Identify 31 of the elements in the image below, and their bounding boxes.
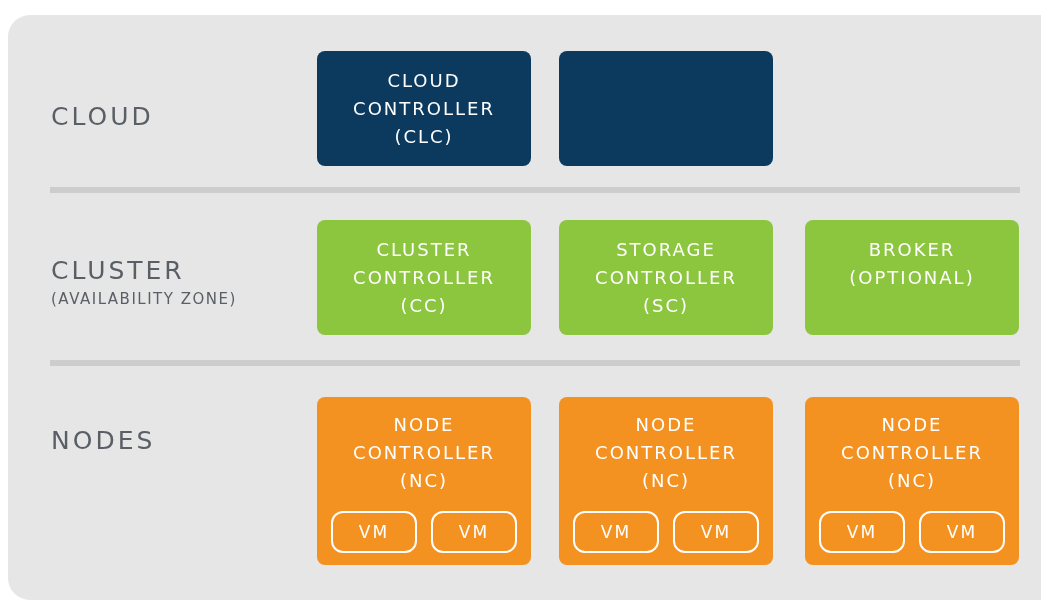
component-label: NODE CONTROLLER (NC) [352, 413, 496, 493]
vm-label: VM [458, 522, 490, 542]
vm-label: VM [700, 522, 732, 542]
vm-badge [573, 511, 659, 553]
component-label: BROKER (OPTIONAL) [848, 238, 976, 290]
tier-label: NODES [51, 426, 156, 455]
component-box [317, 397, 531, 565]
empty-box [559, 51, 773, 166]
tier-label: (AVAILABILITY ZONE) [51, 290, 237, 308]
component-box [317, 220, 531, 335]
component-box [805, 397, 1019, 565]
vm-label: VM [846, 522, 878, 542]
component-box [317, 51, 531, 166]
vm-badge [331, 511, 417, 553]
vm-badge [673, 511, 759, 553]
vm-badge [819, 511, 905, 553]
component-label: CLOUD CONTROLLER (CLC) [352, 69, 496, 149]
tier-label: CLUSTER [51, 256, 185, 285]
component-label: NODE CONTROLLER (NC) [840, 413, 984, 493]
component-box [559, 220, 773, 335]
vm-badge [919, 511, 1005, 553]
component-label: STORAGE CONTROLLER (SC) [594, 238, 738, 318]
vm-label: VM [358, 522, 390, 542]
tier-label: CLOUD [51, 102, 154, 131]
component-box [805, 220, 1019, 335]
component-label: NODE CONTROLLER (NC) [594, 413, 738, 493]
component-label: CLUSTER CONTROLLER (CC) [352, 238, 496, 318]
vm-label: VM [600, 522, 632, 542]
component-box [559, 397, 773, 565]
vm-label: VM [946, 522, 978, 542]
vm-badge [431, 511, 517, 553]
